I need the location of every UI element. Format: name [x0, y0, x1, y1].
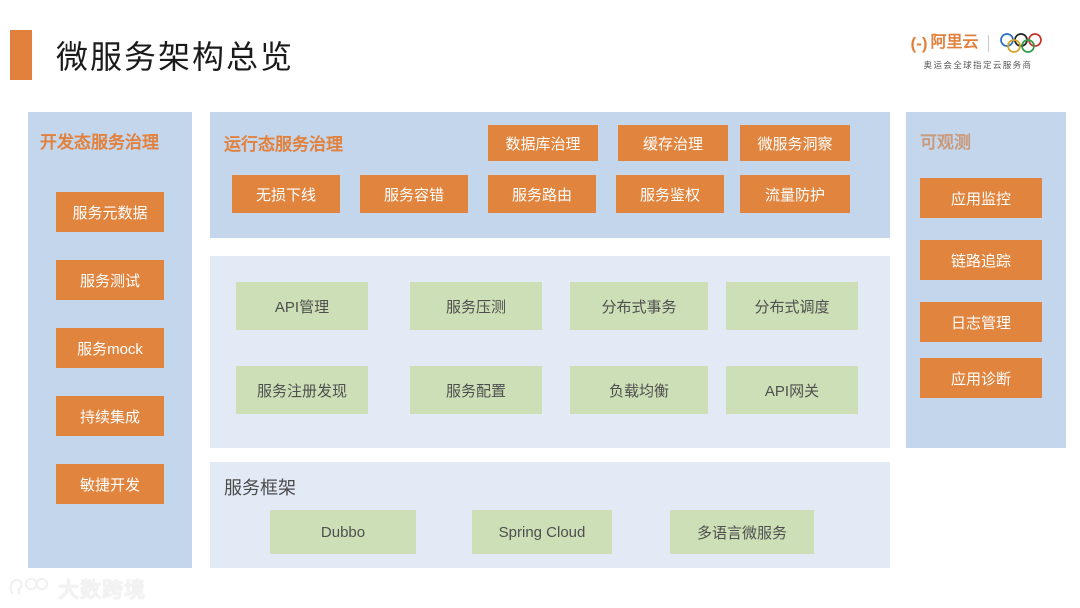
core-capability-panel: API管理 服务压测 分布式事务 分布式调度 服务注册发现 服务配置 负载均衡 …: [210, 256, 890, 448]
service-framework-title: 服务框架: [224, 478, 296, 498]
dev-item-agile-development[interactable]: 敏捷开发: [56, 464, 164, 504]
service-framework-panel: 服务框架 Dubbo Spring Cloud 多语言微服务: [210, 462, 890, 568]
observability-item-app-diagnostics[interactable]: 应用诊断: [920, 358, 1042, 398]
core-item-service-registry-discovery[interactable]: 服务注册发现: [236, 366, 368, 414]
runtime-item-cache-governance[interactable]: 缓存治理: [618, 125, 728, 161]
dev-item-continuous-integration[interactable]: 持续集成: [56, 396, 164, 436]
dev-governance-title: 开发态服务治理: [40, 133, 159, 152]
brand-logo-row: (-) 阿里云: [898, 32, 1058, 54]
core-item-distributed-transaction[interactable]: 分布式事务: [570, 282, 708, 330]
core-item-api-gateway[interactable]: API网关: [726, 366, 858, 414]
observability-item-app-monitoring[interactable]: 应用监控: [920, 178, 1042, 218]
runtime-item-traffic-protection[interactable]: 流量防护: [740, 175, 850, 213]
alibaba-cloud-mark: (-) 阿里云: [911, 35, 979, 52]
core-item-service-config[interactable]: 服务配置: [410, 366, 542, 414]
runtime-item-microservice-insight[interactable]: 微服务洞察: [740, 125, 850, 161]
core-item-load-balancing[interactable]: 负载均衡: [570, 366, 708, 414]
watermark: 大数跨境: [8, 574, 146, 604]
dev-governance-column: 开发态服务治理 服务元数据 服务测试 服务mock 持续集成 敏捷开发: [28, 112, 192, 568]
brand-divider: [987, 34, 989, 52]
core-item-service-stress-test[interactable]: 服务压测: [410, 282, 542, 330]
framework-item-multi-language-microservice[interactable]: 多语言微服务: [670, 510, 814, 554]
core-item-distributed-scheduling[interactable]: 分布式调度: [726, 282, 858, 330]
runtime-item-service-auth[interactable]: 服务鉴权: [616, 175, 724, 213]
runtime-item-fault-tolerance[interactable]: 服务容错: [360, 175, 468, 213]
runtime-governance-panel: 运行态服务治理 数据库治理 缓存治理 微服务洞察 无损下线 服务容错 服务路由 …: [210, 112, 890, 238]
title-accent-bar: [10, 30, 32, 80]
observability-column: 可观测 应用监控 链路追踪 日志管理 应用诊断: [906, 112, 1066, 448]
dashu-kuajing-logo-icon: [8, 575, 52, 604]
page-header: 微服务架构总览 (-) 阿里云 奥运会全球指定云服务商: [0, 0, 1080, 96]
dev-item-service-test[interactable]: 服务测试: [56, 260, 164, 300]
observability-item-trace[interactable]: 链路追踪: [920, 240, 1042, 280]
observability-title: 可观测: [920, 133, 971, 152]
watermark-text: 大数跨境: [58, 579, 146, 602]
cloud-bracket-icon: (-): [910, 33, 928, 53]
runtime-item-graceful-shutdown[interactable]: 无损下线: [232, 175, 340, 213]
page-title: 微服务架构总览: [56, 39, 295, 75]
runtime-item-service-routing[interactable]: 服务路由: [488, 175, 596, 213]
olympic-rings-icon: [998, 33, 1046, 53]
brand-subtitle: 奥运会全球指定云服务商: [923, 60, 1033, 70]
framework-item-spring-cloud[interactable]: Spring Cloud: [472, 510, 612, 554]
dev-item-service-metadata[interactable]: 服务元数据: [56, 192, 164, 232]
brand-logo: (-) 阿里云 奥运会全球指定云服务商: [898, 32, 1058, 71]
core-item-api-management[interactable]: API管理: [236, 282, 368, 330]
framework-item-dubbo[interactable]: Dubbo: [270, 510, 416, 554]
runtime-item-database-governance[interactable]: 数据库治理: [488, 125, 598, 161]
brand-name: 阿里云: [930, 34, 979, 51]
dev-item-service-mock[interactable]: 服务mock: [56, 328, 164, 368]
observability-item-log-management[interactable]: 日志管理: [920, 302, 1042, 342]
runtime-governance-title: 运行态服务治理: [224, 135, 343, 154]
